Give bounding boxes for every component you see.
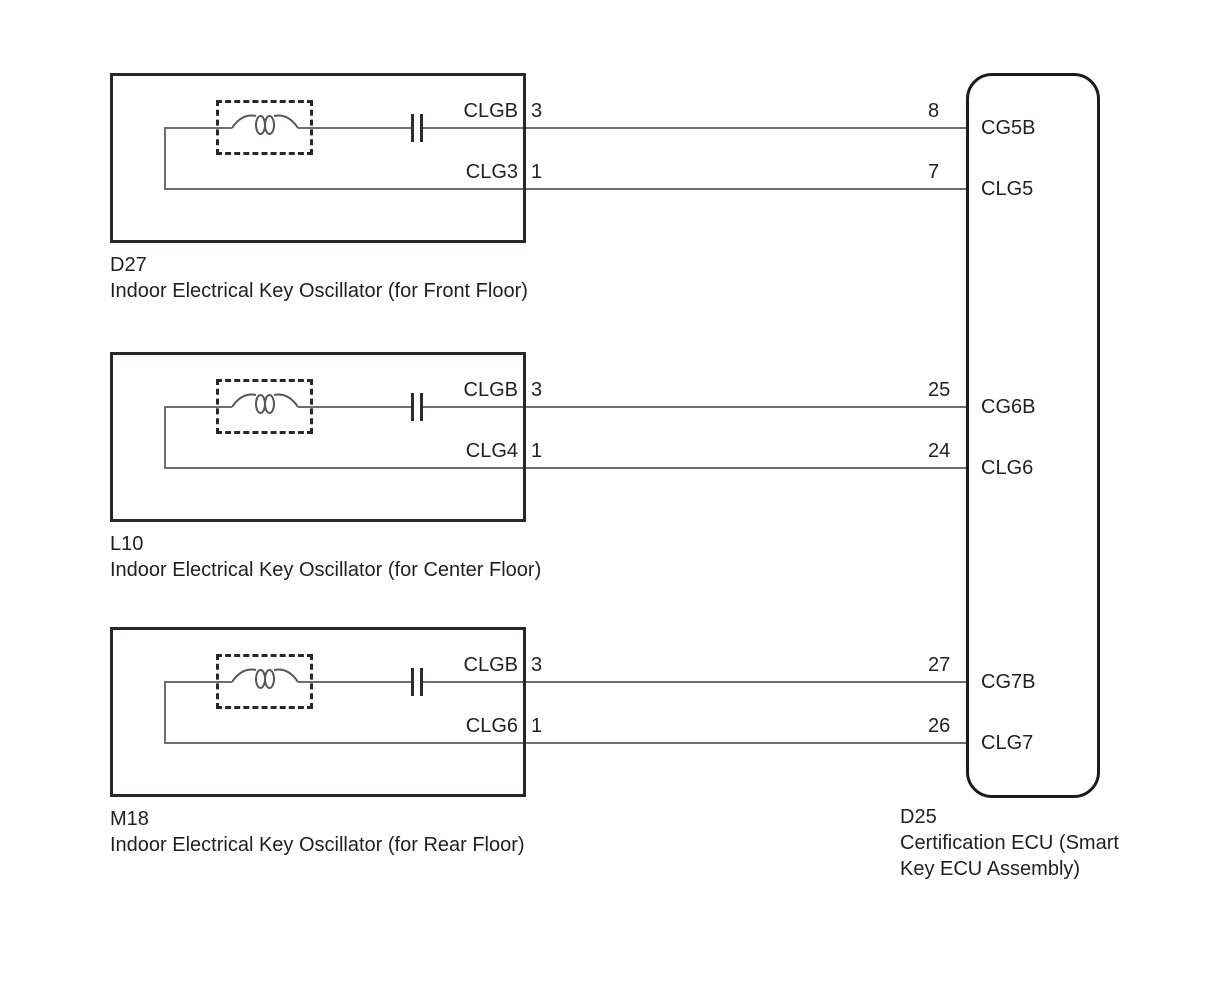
- component-id: M18: [110, 808, 149, 830]
- ecu-box: [966, 73, 1100, 798]
- wire-segment: [164, 188, 966, 190]
- wire-segment: [423, 681, 966, 683]
- ecu-pin-label: CG6B: [981, 396, 1036, 418]
- pin-number: 3: [531, 100, 543, 122]
- ecu-pin-number: 7: [928, 161, 940, 183]
- wire-segment: [164, 406, 232, 408]
- wire-segment: [298, 127, 411, 129]
- pin-number: 1: [531, 161, 543, 183]
- pin-number: 1: [531, 715, 543, 737]
- ecu-pin-label: CG5B: [981, 117, 1036, 139]
- pin-label: CLG6: [465, 715, 518, 737]
- wire-segment: [164, 127, 232, 129]
- antenna-dashed-box: [216, 654, 313, 709]
- ecu-pin-label: CLG7: [981, 732, 1034, 754]
- wire-segment: [164, 467, 966, 469]
- wire-segment: [164, 681, 166, 744]
- wire-segment: [164, 406, 166, 469]
- pin-number: 3: [531, 654, 543, 676]
- wire-segment: [423, 406, 966, 408]
- ecu-pin-number: 25: [928, 379, 951, 401]
- wire-segment: [298, 406, 411, 408]
- ecu-pin-label: CLG5: [981, 178, 1034, 200]
- capacitor-icon: [420, 114, 423, 142]
- ecu-pin-number: 27: [928, 654, 951, 676]
- ecu-name-line1: Certification ECU (Smart: [900, 832, 1119, 854]
- wire-segment: [423, 127, 966, 129]
- ecu-pin-number: 26: [928, 715, 951, 737]
- component-id: L10: [110, 533, 144, 555]
- ecu-id: D25: [900, 806, 937, 828]
- oscillator-box: [110, 73, 526, 243]
- pin-label: CLG3: [465, 161, 518, 183]
- pin-label: CLGB: [463, 379, 518, 401]
- wire-segment: [164, 127, 166, 190]
- capacitor-icon: [411, 393, 414, 421]
- ecu-pin-number: 24: [928, 440, 951, 462]
- capacitor-icon: [411, 668, 414, 696]
- inductor-coil-icon: [231, 663, 299, 693]
- antenna-dashed-box: [216, 379, 313, 434]
- ecu-pin-label: CLG6: [981, 457, 1034, 479]
- pin-label: CLG4: [465, 440, 518, 462]
- capacitor-icon: [420, 393, 423, 421]
- inductor-coil-icon: [231, 388, 299, 418]
- capacitor-icon: [420, 668, 423, 696]
- pin-label: CLGB: [463, 654, 518, 676]
- oscillator-box: [110, 627, 526, 797]
- inductor-coil-icon: [231, 109, 299, 139]
- pin-label: CLGB: [463, 100, 518, 122]
- pin-number: 1: [531, 440, 543, 462]
- pin-number: 3: [531, 379, 543, 401]
- ecu-name-line2: Key ECU Assembly): [900, 858, 1081, 880]
- wire-segment: [164, 681, 232, 683]
- capacitor-icon: [411, 114, 414, 142]
- component-id: D27: [110, 254, 147, 276]
- wire-segment: [298, 681, 411, 683]
- wire-segment: [164, 742, 966, 744]
- oscillator-box: [110, 352, 526, 522]
- component-name: Indoor Electrical Key Oscillator (for Re…: [110, 834, 525, 856]
- antenna-dashed-box: [216, 100, 313, 155]
- component-name: Indoor Electrical Key Oscillator (for Fr…: [110, 280, 528, 302]
- ecu-pin-label: CG7B: [981, 671, 1036, 693]
- component-name: Indoor Electrical Key Oscillator (for Ce…: [110, 559, 542, 581]
- ecu-pin-number: 8: [928, 100, 940, 122]
